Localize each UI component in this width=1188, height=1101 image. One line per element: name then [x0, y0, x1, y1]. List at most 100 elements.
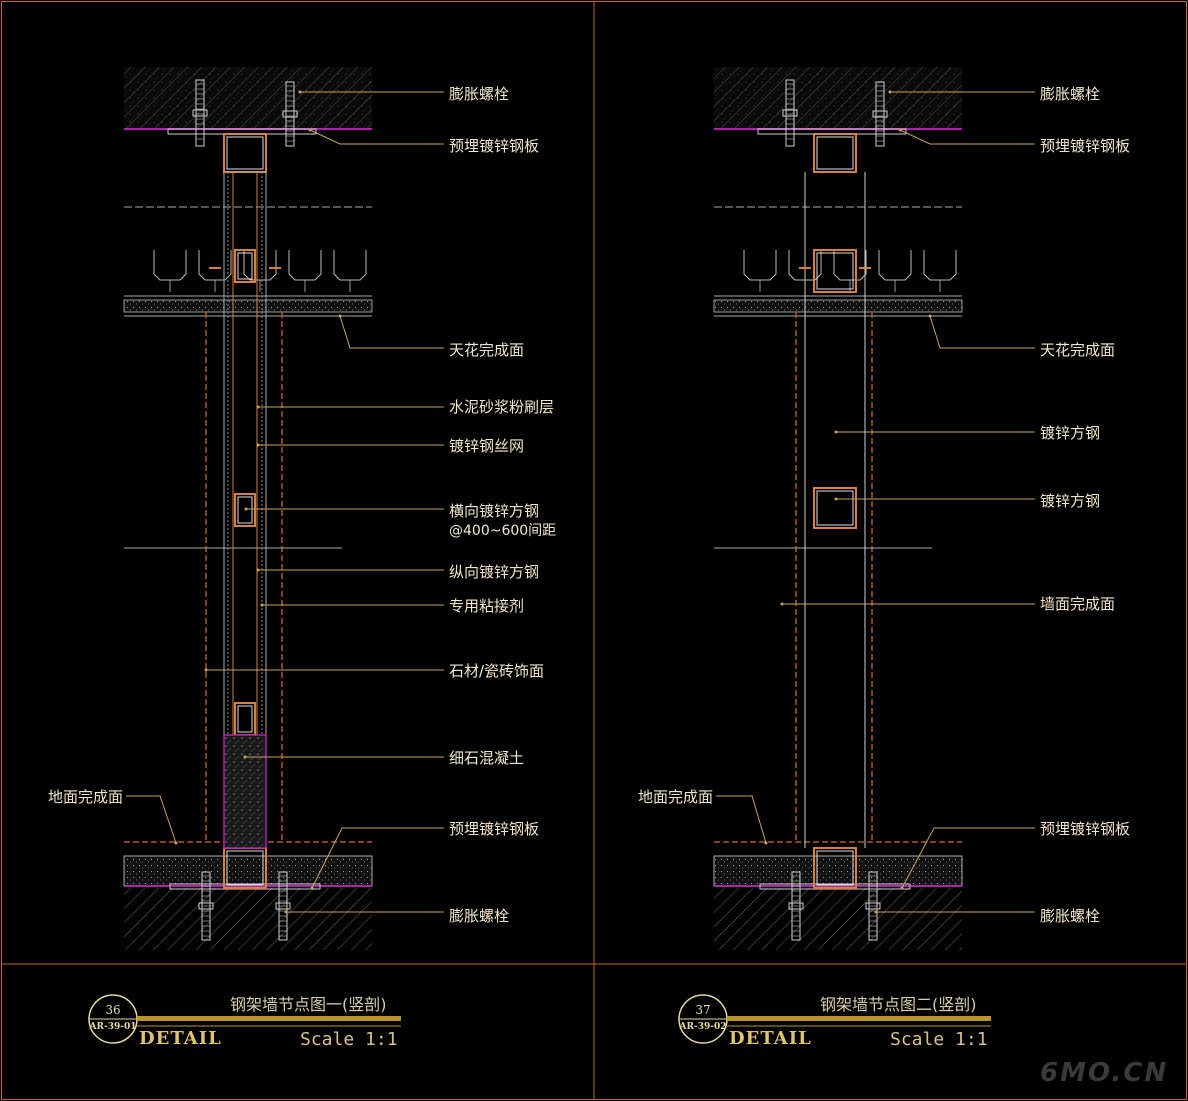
ceiling-joist [833, 250, 867, 281]
leader-dot [310, 886, 314, 890]
expansion-bolt-nut [282, 110, 298, 118]
leader-line [929, 315, 1035, 349]
d1-label-adhesive: 专用粘接剂 [449, 597, 525, 615]
mid-steel-tube [813, 249, 857, 293]
leader-dot [928, 314, 932, 318]
leader-line [339, 315, 444, 349]
d2-label-floor-finish: 地面完成面 [638, 788, 714, 806]
d1-scale: Scale 1:1 [300, 1029, 398, 1050]
d1-number: 36 [105, 1003, 121, 1017]
expansion-bolt-nut [198, 902, 214, 910]
leader-dot [764, 841, 768, 845]
expansion-bolt-nut [782, 109, 798, 117]
leader-dot [898, 128, 902, 132]
d2-label-embedded-plate-top: 预埋镀锌钢板 [1040, 137, 1131, 155]
d2-label-ceiling-finish: 天花完成面 [1040, 341, 1116, 359]
floor-screed [713, 855, 963, 887]
d2-detail-word: DETAIL [729, 1028, 812, 1049]
d2-scale: Scale 1:1 [890, 1029, 988, 1050]
leader-dot [780, 602, 784, 606]
d1-label-embedded-plate-top: 预埋镀锌钢板 [449, 137, 540, 155]
d1-label-vertical-steel: 纵向镀锌方钢 [449, 563, 540, 581]
detail-2-section [678, 67, 1035, 1044]
title-underline-thick [727, 1016, 991, 1021]
bottom-steel-tube [813, 847, 857, 889]
horizontal-steel-tube-inner [237, 252, 253, 280]
expansion-bolt [875, 81, 885, 147]
d1-label-floor-finish: 地面完成面 [48, 788, 124, 806]
d1-label-horizontal-steel: 横向镀锌方钢 [449, 502, 540, 520]
bottom-steel-tube-inner [816, 850, 854, 886]
ceiling-board [713, 299, 963, 313]
expansion-bolt-nut [872, 110, 888, 118]
horizontal-steel-tube [234, 249, 256, 283]
title-underline-thick [137, 1016, 401, 1021]
expansion-bolt [195, 79, 205, 147]
d1-label-wire-mesh: 镀锌钢丝网 [449, 437, 525, 455]
mid-steel-tube-inner [816, 252, 854, 290]
d2-label-square-steel-1: 镀锌方钢 [1040, 424, 1101, 442]
d2-label-expansion-bolt-top: 膨胀螺栓 [1040, 85, 1101, 103]
leader-line [899, 129, 1035, 145]
d2-code: AR-39-02 [679, 1022, 727, 1032]
d1-label-expansion-bolt-bottom: 膨胀螺栓 [449, 907, 510, 925]
leader-dot [338, 314, 342, 318]
expansion-bolt [285, 81, 295, 147]
expansion-bolt-nut [275, 902, 291, 910]
ceiling-joist [743, 250, 777, 281]
d1-label-stone-tile: 石材/瓷砖饰面 [449, 662, 545, 680]
d2-label-square-steel-2: 镀锌方钢 [1040, 492, 1101, 510]
ceiling-joist [288, 250, 322, 281]
ceiling-joist [333, 250, 367, 281]
floor-slab [714, 888, 962, 950]
leader-dot [204, 668, 208, 672]
leader-dot [298, 90, 302, 94]
top-steel-tube [223, 133, 267, 173]
watermark: 6MO.CN [1040, 1058, 1169, 1088]
top-steel-tube-inner [226, 136, 264, 170]
top-steel-tube [813, 133, 857, 173]
floor-screed [123, 855, 373, 887]
ceiling-joist [923, 250, 957, 281]
expansion-bolt-nut [865, 902, 881, 910]
lower-steel-tube-inner [816, 490, 854, 526]
ceiling-slab-texture [124, 67, 372, 129]
leader-line [901, 827, 1035, 889]
d1-label-cement-mortar: 水泥砂浆粉刷层 [449, 398, 555, 416]
leader-dot [284, 910, 288, 914]
d2-label-expansion-bolt-bottom: 膨胀螺栓 [1040, 907, 1101, 925]
top-steel-tube-inner [816, 136, 854, 170]
leader-dot [256, 405, 260, 409]
d2-title: 钢架墙节点图二(竖剖) [820, 995, 977, 1014]
d1-code: AR-39-01 [89, 1022, 137, 1032]
ceiling-joist [243, 250, 277, 281]
expansion-bolt-nut [192, 109, 208, 117]
leader-dot [243, 755, 247, 759]
leader-dot [308, 128, 312, 132]
d1-label-spacing: @400~600间距 [449, 523, 557, 539]
ceiling-slab-texture [714, 67, 962, 129]
leader-line [311, 827, 444, 889]
horizontal-steel-tube-inner [237, 705, 253, 733]
leader-line [126, 795, 177, 844]
fine-aggregate-concrete [223, 734, 267, 849]
d1-label-fine-concrete: 细石混凝土 [449, 749, 525, 767]
ceiling-board [123, 299, 373, 313]
leader-dot [244, 507, 248, 511]
d1-label-embedded-plate-bottom: 预埋镀锌钢板 [449, 820, 540, 838]
expansion-bolt [785, 79, 795, 147]
leader-dot [260, 603, 264, 607]
d2-label-wall-finish: 墙面完成面 [1040, 595, 1116, 613]
bottom-steel-tube-inner [226, 850, 264, 886]
expansion-bolt-nut [788, 902, 804, 910]
ceiling-joist [153, 250, 187, 281]
lower-steel-tube [813, 487, 857, 529]
leader-line [716, 795, 767, 844]
leader-dot [834, 497, 838, 501]
leader-dot [256, 568, 260, 572]
d2-number: 37 [695, 1003, 711, 1017]
d1-label-expansion-bolt-top: 膨胀螺栓 [449, 85, 510, 103]
leader-line [309, 129, 444, 145]
